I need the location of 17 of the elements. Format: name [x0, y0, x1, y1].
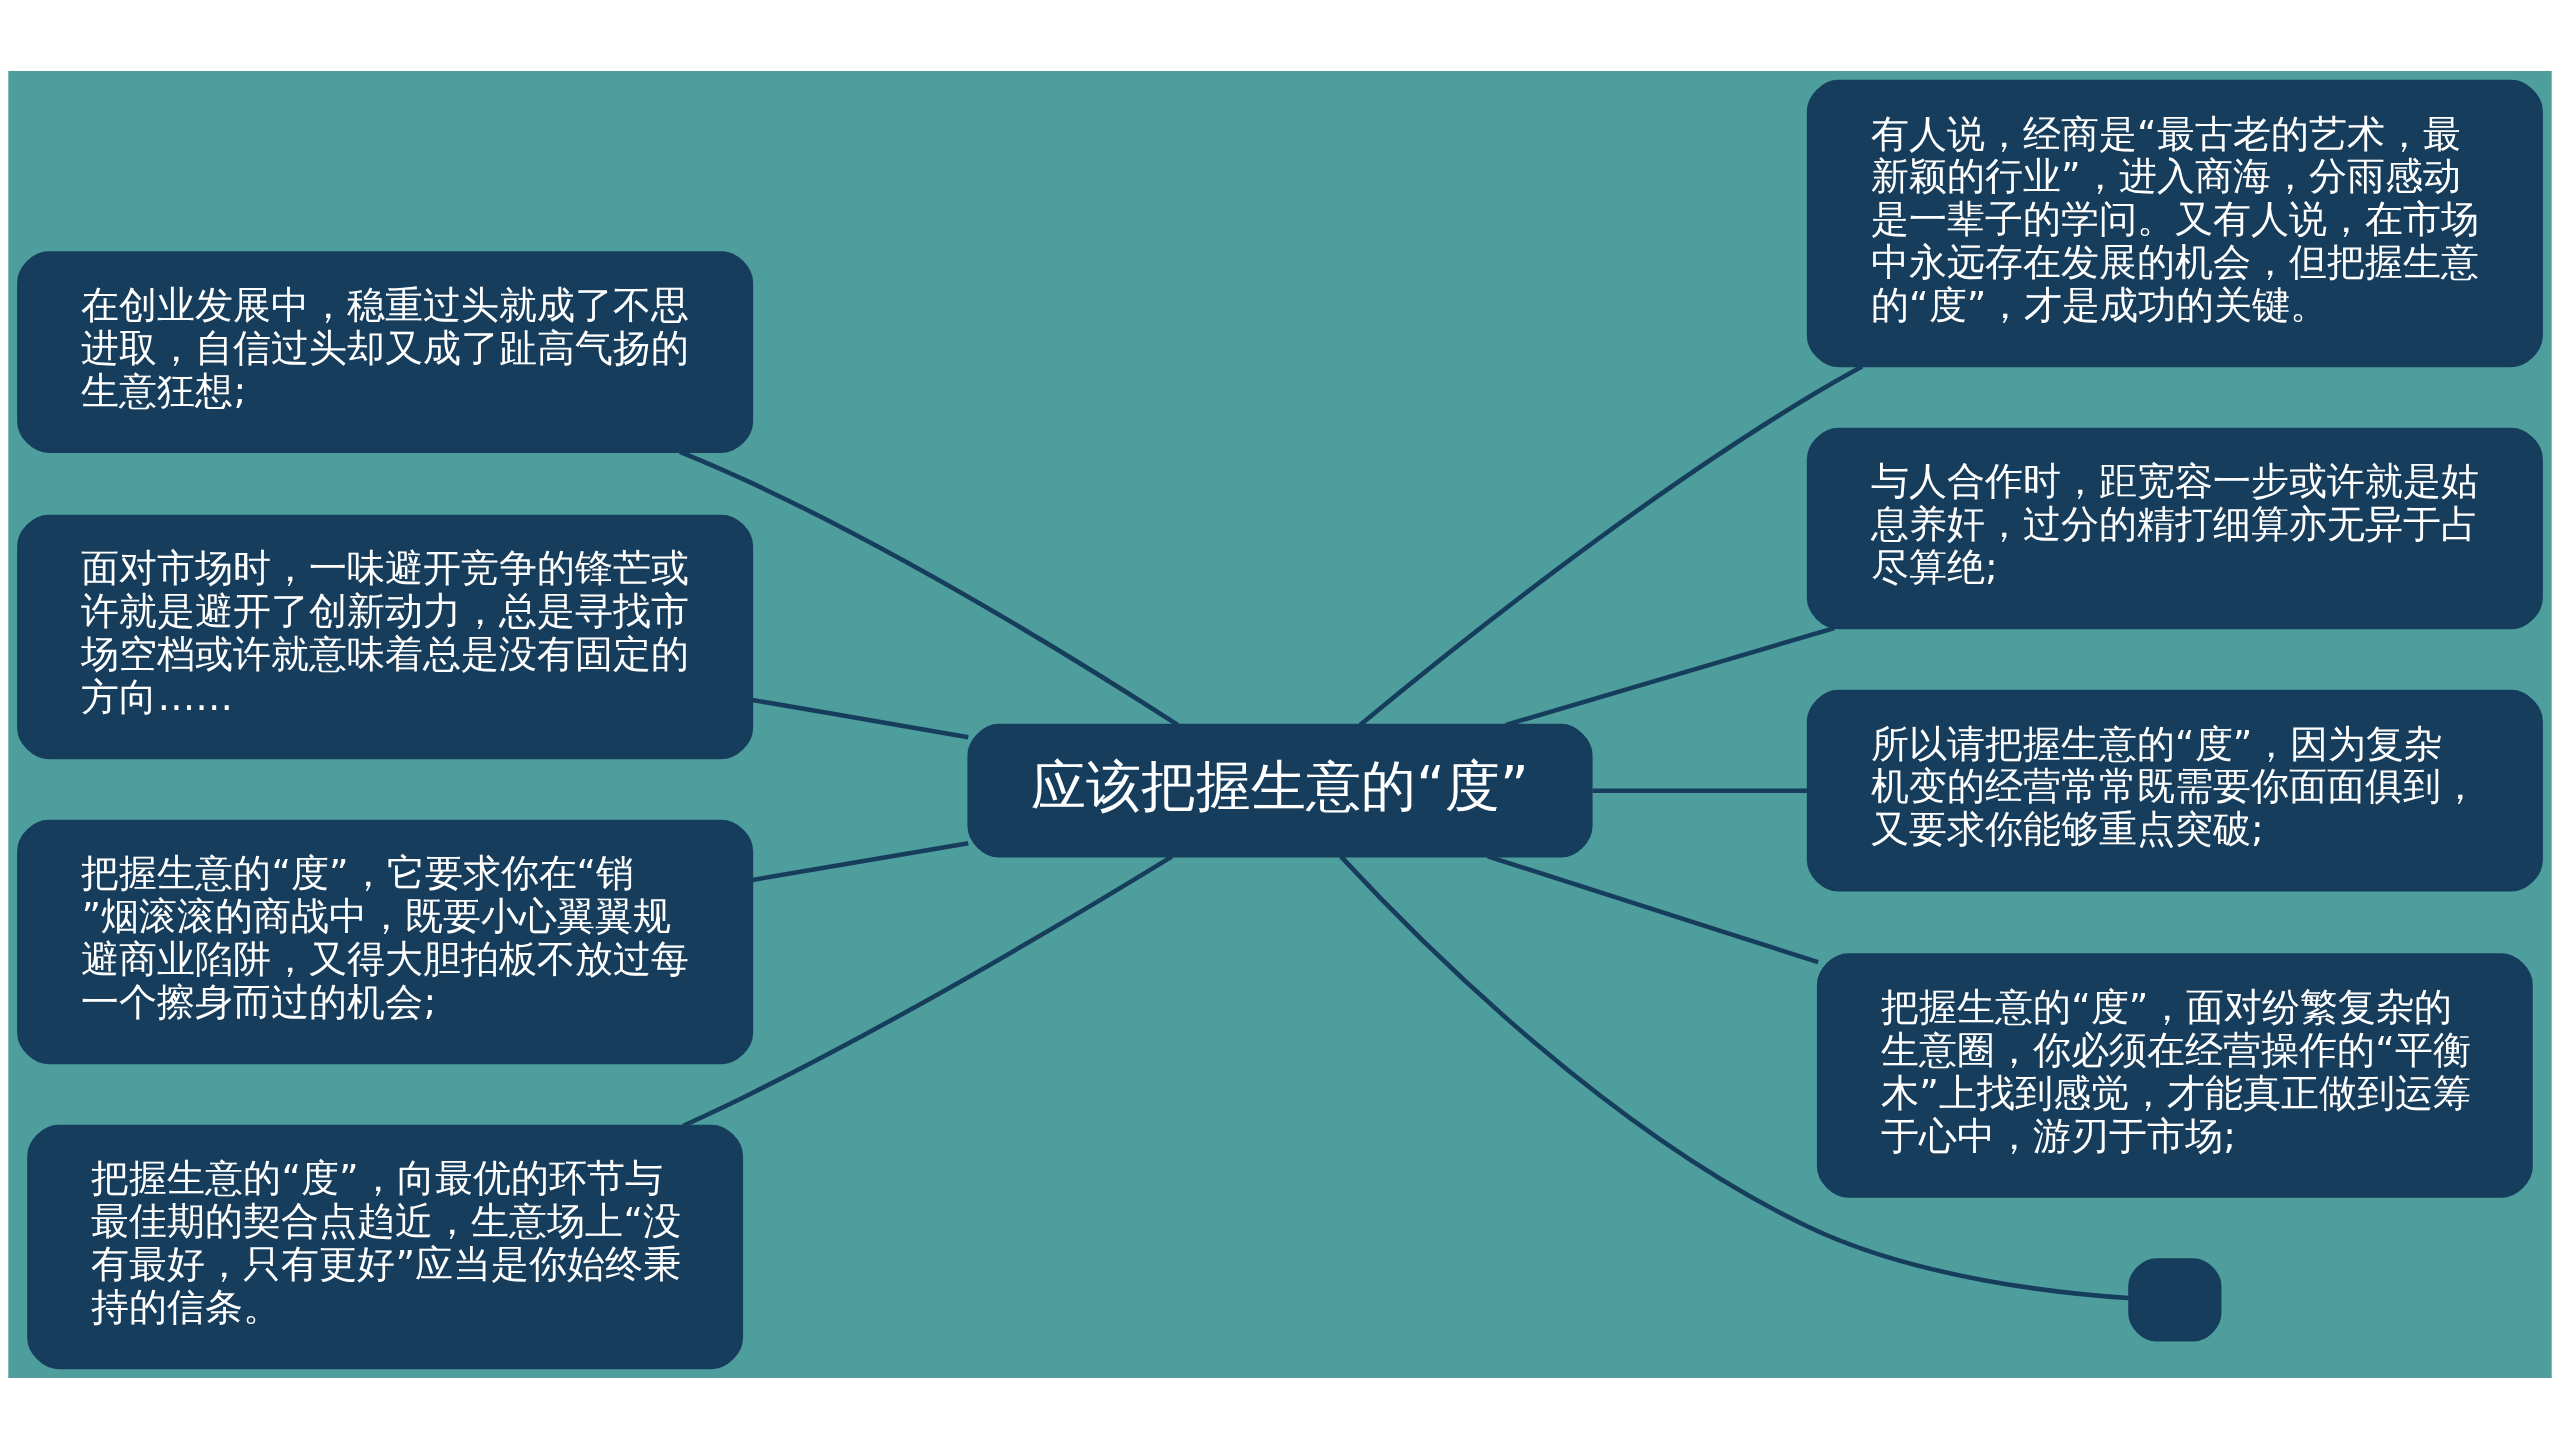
- connector: [751, 841, 969, 883]
- node-box: 把握生意的“度”，面对纷繁复杂的生意圈，你必须在经营操作的“平衡木”上找到感觉，才能真正做到运筹于心中，游刃于市场;: [1816, 953, 2533, 1198]
- node-box: 面对市场时，一味避开竞争的锋芒或许就是避开了创新动力，总是寻找市场空档或许就意味着总是没有固定的方向……: [17, 514, 754, 760]
- connector: [751, 697, 969, 740]
- node-box: 应该把握生意的“度”: [967, 723, 1593, 858]
- connector: [1339, 854, 2129, 1301]
- connector: [1592, 788, 1808, 793]
- connector: [682, 854, 1174, 1128]
- node-box: 与人合作时，距宽容一步或许就是姑息养奸，过分的精打细算亦无异于占尽算绝;: [1806, 427, 2543, 630]
- node-box: 在创业发展中，稳重过头就成了不思进取，自信过头却又成了趾高气扬的生意狂想;: [17, 251, 754, 453]
- connector: [1358, 364, 1864, 727]
- node-box: 有人说，经商是“最古老的艺术，最新颖的行业”，进入商海，分雨感动是一辈子的学问。又有人说，在市场中永远存在发展的机会，但把握生意的“度”，才是成功的关键。: [1806, 79, 2543, 368]
- node-box: 把握生意的“度”，它要求你在“销”烟滚滚的商战中，既要小心翼翼规避商业陷阱，又得大胆拍板不放过每一个擦身而过的机会;: [17, 819, 754, 1065]
- connector: [1487, 854, 1819, 965]
- node-box: 所以请把握生意的“度”，因为复杂机变的经营常常既需要你面面俱到，又要求你能够重点突破;: [1806, 689, 2543, 892]
- node-box: 把握生意的“度”，向最优的环节与最佳期的契合点趋近，生意场上“没有最好，只有更好”应当是你始终秉持的信条。: [27, 1124, 744, 1370]
- node-box: [2128, 1258, 2222, 1342]
